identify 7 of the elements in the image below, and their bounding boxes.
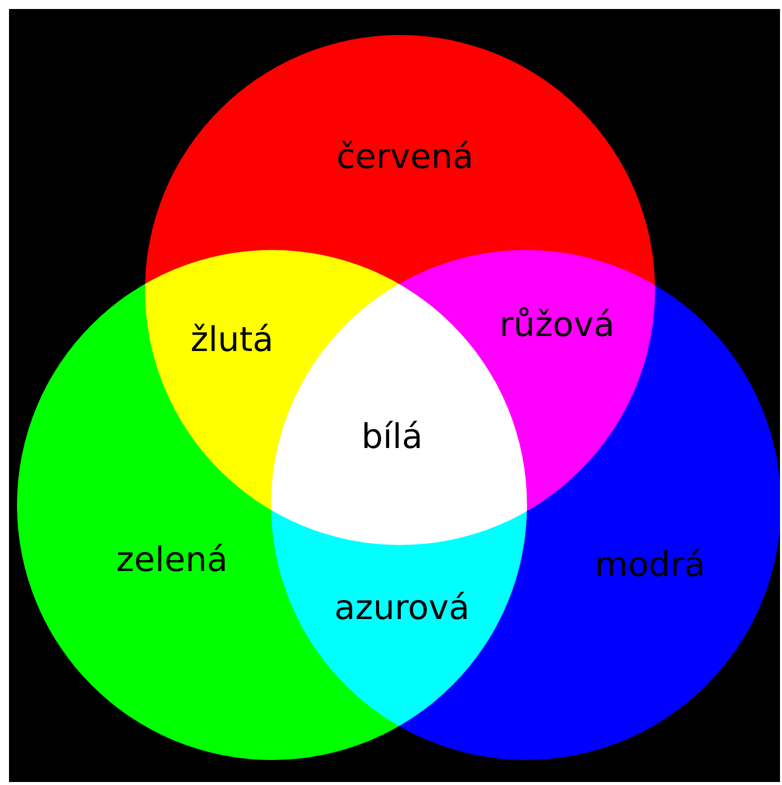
color-label: bílá xyxy=(361,417,423,457)
color-label: azurová xyxy=(334,588,470,628)
color-label: červená xyxy=(336,137,474,177)
color-label: zelená xyxy=(116,540,228,580)
color-label: žlutá xyxy=(190,320,274,360)
color-label: modrá xyxy=(594,545,706,585)
color-label: růžová xyxy=(499,305,615,345)
